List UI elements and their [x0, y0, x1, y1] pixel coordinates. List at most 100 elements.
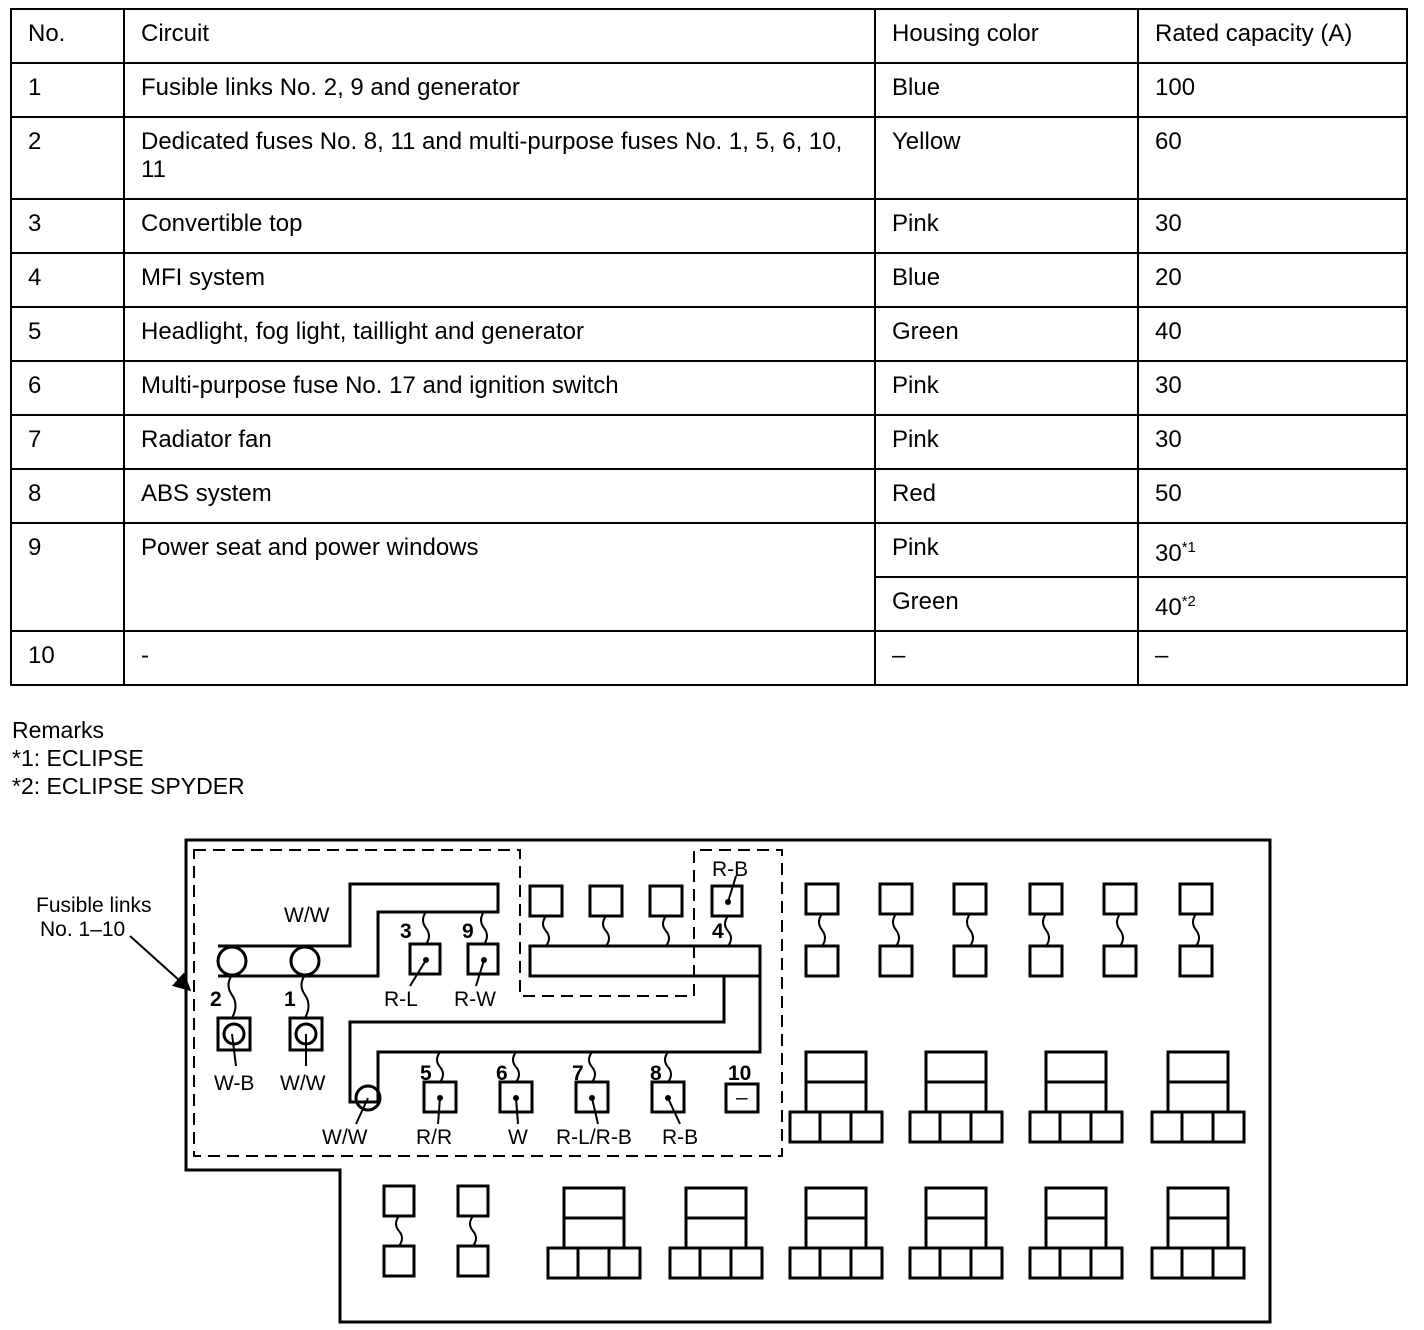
fuse-square [382, 1184, 416, 1218]
cell-color: Green [874, 576, 1139, 632]
callout-arrow [129, 935, 192, 992]
fuse-link [542, 915, 550, 947]
fuse-link [1192, 913, 1200, 947]
fuse-square [648, 884, 684, 918]
fuse-link [818, 913, 826, 947]
cell-no: 2 [10, 116, 125, 200]
cell-capacity: – [1137, 630, 1408, 686]
cell-color: Pink [874, 360, 1139, 416]
relay [788, 1050, 884, 1144]
wire-label: R-L [384, 988, 418, 1011]
terminal-circle [216, 945, 248, 977]
fuse-link [664, 1051, 672, 1083]
cell-circuit: Power seat and power windows [123, 522, 876, 632]
cell-capacity: 30 [1137, 414, 1408, 470]
cell-no: 6 [10, 360, 125, 416]
link-number: 1 [284, 988, 296, 1011]
cell-capacity: 30 [1137, 198, 1408, 254]
connector-square [466, 942, 500, 976]
fuse-square [382, 1244, 416, 1278]
cell-no: 7 [10, 414, 125, 470]
bus-bar [528, 944, 762, 978]
fuse-link [966, 913, 974, 947]
link-number: 3 [400, 920, 412, 943]
cell-circuit: Fusible links No. 2, 9 and generator [123, 62, 876, 118]
cell-color: – [874, 630, 1139, 686]
relay-box-diagram: Fusible links No. 1–10 W/W W-B W/W R-L R… [36, 838, 1272, 1324]
table-row: 3 Convertible top Pink 30 [10, 198, 1408, 254]
table-row: 2 Dedicated fuses No. 8, 11 and multi-pu… [10, 116, 1408, 200]
connector-square [408, 942, 442, 976]
cell-circuit: Convertible top [123, 198, 876, 254]
table-row: 5 Headlight, fog light, taillight and ge… [10, 306, 1408, 362]
fuse-square [952, 944, 988, 978]
fusible-link-table: No. Circuit Housing color Rated capacity… [10, 8, 1408, 686]
cell-color: Blue [874, 252, 1139, 308]
wire-label: R-L/R-B [556, 1126, 632, 1149]
table-row: 1 Fusible links No. 2, 9 and generator B… [10, 62, 1408, 118]
link-number: 4 [712, 920, 724, 943]
capacity-value: 40 [1155, 594, 1182, 621]
relay [546, 1186, 642, 1280]
table-header-row: No. Circuit Housing color Rated capacity… [10, 8, 1408, 64]
cell-color: Pink [874, 414, 1139, 470]
relay [668, 1186, 764, 1280]
fuse-link [602, 915, 610, 947]
fuse-link [662, 915, 670, 947]
cell-color: Red [874, 468, 1139, 524]
fuse-square [1028, 882, 1064, 916]
fuse-link [395, 1215, 403, 1247]
cell-capacity: 40 [1137, 306, 1408, 362]
wire-label: – [736, 1086, 748, 1109]
callout-label: No. 1–10 [40, 918, 125, 941]
wire-label: R-W [454, 988, 496, 1011]
remarks-title: Remarks [12, 717, 105, 743]
header-no: No. [10, 8, 125, 64]
header-rated-capacity: Rated capacity (A) [1137, 8, 1408, 64]
link-number: 10 [728, 1062, 751, 1085]
connector-square [724, 1082, 760, 1114]
relay [1150, 1186, 1246, 1280]
relay [908, 1186, 1004, 1280]
bus-bar [218, 882, 500, 978]
callout-label: Fusible links [36, 894, 152, 917]
fusible-link-region [193, 849, 783, 1157]
fuse-square [1102, 882, 1138, 916]
cell-circuit: Radiator fan [123, 414, 876, 470]
table-row: 9 Power seat and power windows Pink 30*1 [10, 522, 1408, 632]
fuse-link [300, 974, 310, 1019]
cell-no: 8 [10, 468, 125, 524]
remark-item: *2: ECLIPSE SPYDER [12, 773, 245, 799]
terminal-circle [289, 945, 321, 977]
cell-capacity: 50 [1137, 468, 1408, 524]
header-circuit: Circuit [123, 8, 876, 64]
cell-no: 10 [10, 630, 125, 686]
wire-label: R-B [662, 1126, 698, 1149]
link-number: 6 [496, 1062, 508, 1085]
remarks-block: Remarks *1: ECLIPSE *2: ECLIPSE SPYDER [12, 716, 245, 800]
relay [1028, 1050, 1124, 1144]
cell-no: 1 [10, 62, 125, 118]
cell-circuit: Multi-purpose fuse No. 17 and ignition s… [123, 360, 876, 416]
cell-circuit: Dedicated fuses No. 8, 11 and multi-purp… [123, 116, 876, 200]
table-row: 4 MFI system Blue 20 [10, 252, 1408, 308]
remark-item: *1: ECLIPSE [12, 745, 144, 771]
relay [1150, 1050, 1246, 1144]
relay [788, 1186, 884, 1280]
fuse-square [878, 944, 914, 978]
cell-circuit: MFI system [123, 252, 876, 308]
link-number: 7 [572, 1062, 584, 1085]
fuse-square [456, 1184, 490, 1218]
fuse-link [512, 1051, 520, 1083]
capacity-value: 30 [1155, 540, 1182, 567]
cell-capacity: 30 [1137, 360, 1408, 416]
cell-circuit: ABS system [123, 468, 876, 524]
fuse-square [588, 884, 624, 918]
terminal-circle [222, 1022, 246, 1046]
link-number: 2 [210, 988, 222, 1011]
cell-circuit: Headlight, fog light, taillight and gene… [123, 306, 876, 362]
table-row: 10 - – – [10, 630, 1408, 686]
cell-color: Pink [874, 522, 1139, 578]
fuse-link [1116, 913, 1124, 947]
cell-capacity: 40*2 [1137, 576, 1408, 632]
